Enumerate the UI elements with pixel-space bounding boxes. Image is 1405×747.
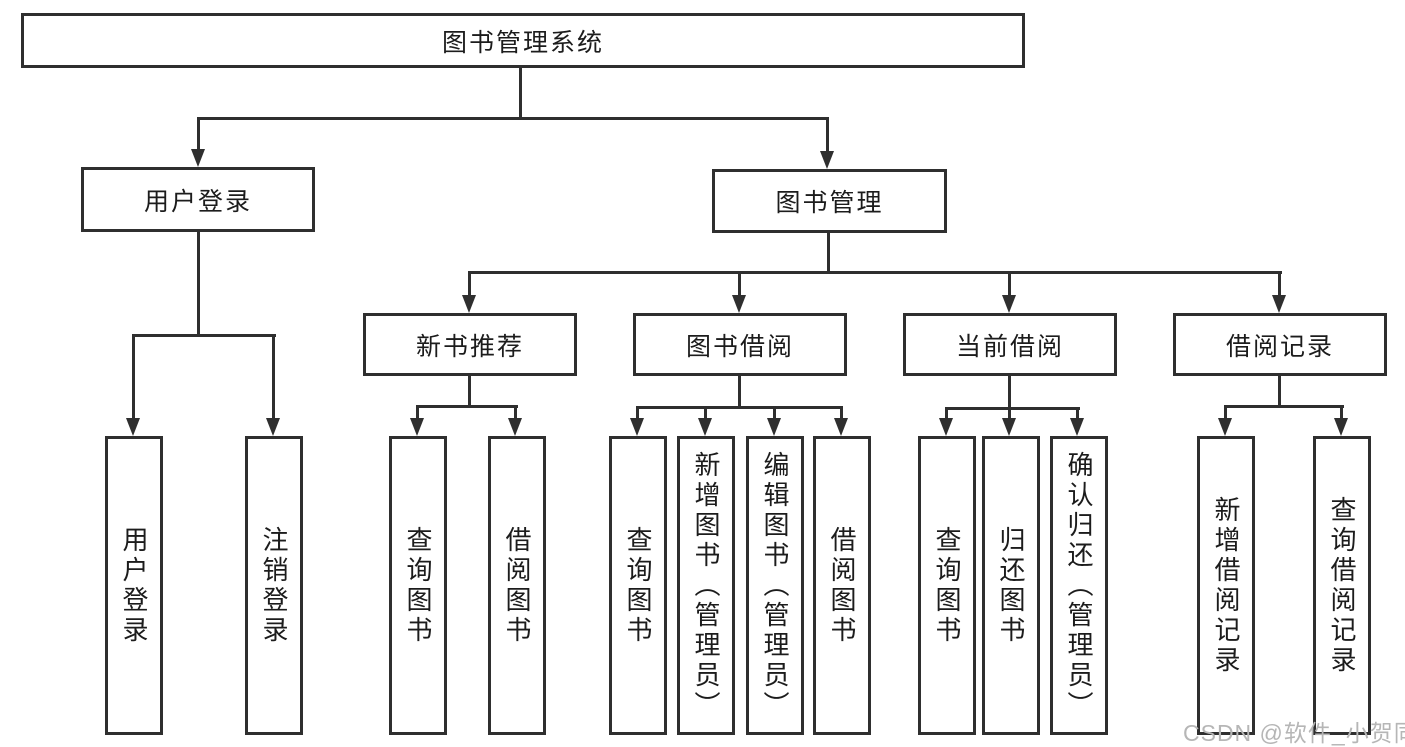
arrow-down-icon xyxy=(767,418,781,436)
arrow-down-icon xyxy=(698,418,712,436)
arrow-down-icon xyxy=(834,418,848,436)
leaf-add-borrow-record: 新增借阅记录 xyxy=(1197,436,1255,735)
connector-line xyxy=(773,406,776,418)
connector-line xyxy=(197,117,829,120)
connector-line xyxy=(468,271,471,295)
arrow-down-icon xyxy=(1070,418,1084,436)
node-label: 图书管理 xyxy=(775,189,884,217)
leaf-query-books-current: 查询图书 xyxy=(918,436,976,735)
leaf-label: 借阅图书 xyxy=(827,525,857,646)
arrow-down-icon xyxy=(1218,418,1232,436)
arrow-down-icon xyxy=(410,418,424,436)
node-current-borrowing: 当前借阅 xyxy=(903,313,1117,376)
leaf-return-books: 归还图书 xyxy=(982,436,1040,735)
connector-line xyxy=(1278,271,1281,295)
leaf-label: 编辑图书（管理员） xyxy=(760,450,790,721)
node-label: 当前借阅 xyxy=(955,332,1064,361)
connector-line xyxy=(133,334,276,337)
leaf-label: 新增借阅记录 xyxy=(1211,495,1241,676)
arrow-down-icon xyxy=(1272,295,1286,313)
arrow-down-icon xyxy=(939,418,953,436)
connector-line xyxy=(469,271,1282,274)
leaf-borrow-books-recommend: 借阅图书 xyxy=(488,436,546,735)
node-user-login: 用户登录 xyxy=(81,167,315,232)
arrow-down-icon xyxy=(820,151,834,169)
arrow-down-icon xyxy=(1002,295,1016,313)
arrow-down-icon xyxy=(1334,418,1348,436)
connector-line xyxy=(637,406,843,409)
connector-line xyxy=(1340,405,1343,418)
connector-line xyxy=(840,406,843,418)
connector-line xyxy=(704,406,707,418)
leaf-add-books-admin: 新增图书（管理员） xyxy=(677,436,735,735)
arrow-down-icon xyxy=(508,418,522,436)
connector-line xyxy=(1008,271,1011,295)
connector-line xyxy=(945,407,1080,410)
connector-line xyxy=(519,68,522,118)
leaf-label: 查询图书 xyxy=(403,525,433,646)
connector-line xyxy=(1008,407,1011,418)
connector-line xyxy=(272,334,275,418)
leaf-label: 查询图书 xyxy=(623,525,653,646)
connector-line xyxy=(1224,405,1227,418)
arrow-down-icon xyxy=(126,418,140,436)
node-new-book-recommendation: 新书推荐 xyxy=(363,313,577,376)
connector-line xyxy=(132,334,135,418)
csdn-watermark: CSDN @软件_小贺同学 xyxy=(1183,720,1405,746)
leaf-query-books-borrowing: 查询图书 xyxy=(609,436,667,735)
node-book-management: 图书管理 xyxy=(712,169,947,233)
connector-line xyxy=(1278,376,1281,408)
leaf-label: 归还图书 xyxy=(996,525,1026,646)
connector-line xyxy=(827,233,830,274)
connector-line xyxy=(197,232,200,337)
connector-line xyxy=(417,405,518,408)
connector-line xyxy=(197,117,200,149)
arrow-down-icon xyxy=(462,295,476,313)
connector-line xyxy=(1076,407,1079,418)
node-label: 借阅记录 xyxy=(1225,332,1334,361)
leaf-label: 注销登录 xyxy=(259,525,289,646)
leaf-label: 新增图书（管理员） xyxy=(691,450,721,721)
connector-line xyxy=(738,271,741,295)
leaf-query-books-recommend: 查询图书 xyxy=(389,436,447,735)
leaf-label: 查询借阅记录 xyxy=(1327,495,1357,676)
connector-line xyxy=(514,405,517,418)
leaf-label: 借阅图书 xyxy=(502,525,532,646)
connector-line xyxy=(826,117,829,151)
node-label: 图书借阅 xyxy=(685,332,794,361)
leaf-query-borrow-record: 查询借阅记录 xyxy=(1313,436,1371,735)
arrow-down-icon xyxy=(191,149,205,167)
leaf-label: 查询图书 xyxy=(932,525,962,646)
arrow-down-icon xyxy=(1002,418,1016,436)
leaf-borrow-books: 借阅图书 xyxy=(813,436,871,735)
arrow-down-icon xyxy=(732,295,746,313)
node-borrowing-records: 借阅记录 xyxy=(1173,313,1387,376)
connector-line xyxy=(416,405,419,418)
leaf-label: 确认归还（管理员） xyxy=(1064,450,1094,721)
connector-line xyxy=(945,407,948,418)
leaf-edit-books-admin: 编辑图书（管理员） xyxy=(746,436,804,735)
connector-line xyxy=(468,376,471,408)
arrow-down-icon xyxy=(630,418,644,436)
node-book-borrowing: 图书借阅 xyxy=(633,313,847,376)
node-label: 用户登录 xyxy=(143,187,252,216)
leaf-confirm-return-admin: 确认归还（管理员） xyxy=(1050,436,1108,735)
node-root-library-management-system: 图书管理系统 xyxy=(21,13,1025,68)
connector-line xyxy=(738,376,741,409)
connector-line xyxy=(636,406,639,418)
node-label: 新书推荐 xyxy=(415,332,524,361)
leaf-label: 用户登录 xyxy=(119,525,149,646)
arrow-down-icon xyxy=(266,418,280,436)
leaf-user-login: 用户登录 xyxy=(105,436,163,735)
connector-line xyxy=(1008,376,1011,410)
leaf-logout: 注销登录 xyxy=(245,436,303,735)
node-label: 图书管理系统 xyxy=(441,28,604,57)
connector-line xyxy=(1224,405,1344,408)
